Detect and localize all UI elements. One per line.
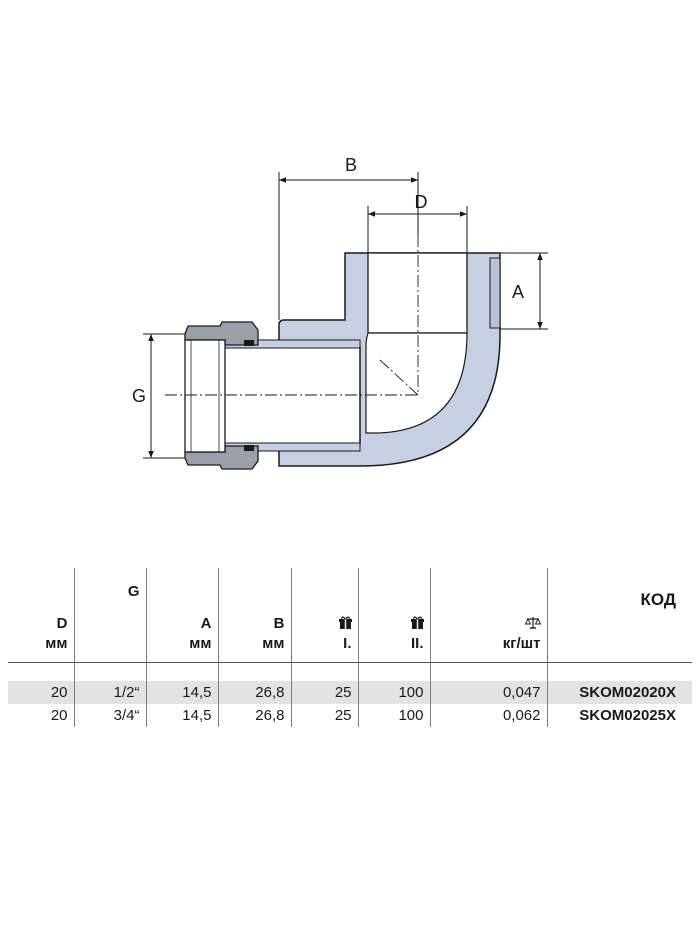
header-pack-1: I.	[290, 568, 358, 663]
cell-d: 20	[50, 707, 68, 724]
spigot	[222, 346, 361, 445]
dim-label-b: B	[345, 155, 357, 175]
gift-icon	[410, 616, 424, 629]
header-b: B мм	[217, 568, 291, 663]
dim-label-g: G	[132, 386, 146, 406]
cell-a: 14,5	[145, 704, 218, 727]
cell-pack-1: 25	[290, 704, 358, 727]
header-weight: кг/шт	[429, 568, 547, 663]
socket-rim	[489, 257, 501, 329]
header-g: G	[73, 568, 146, 663]
header-d: D мм	[8, 568, 74, 663]
dim-label-a: A	[512, 282, 524, 302]
table-row: 20 1/2“ 14,5 26,8 25 100 0,047 SKOM02020…	[8, 681, 692, 704]
cell-b: 26,8	[217, 704, 291, 727]
cell-pack-2: 100	[357, 704, 430, 727]
dimension-d	[367, 206, 468, 253]
nut-thread-face	[184, 339, 226, 453]
header-pack-2: II.	[357, 568, 430, 663]
cell-a: 14,5	[145, 681, 218, 704]
cell-g: 1/2“	[73, 681, 146, 704]
dimension-a	[500, 252, 548, 330]
cell-weight: 0,062	[429, 704, 547, 727]
socket-bore	[367, 252, 468, 334]
cell-code: SKOM02020X	[546, 681, 692, 704]
table-spacer	[8, 662, 692, 681]
dim-label-d: D	[415, 192, 428, 212]
gift-icon	[338, 616, 352, 629]
cell-weight: 0,047	[429, 681, 547, 704]
dimension-b	[278, 172, 419, 320]
inner-channel	[365, 332, 468, 434]
cell-pack-2: 100	[357, 681, 430, 704]
spec-table: D мм G A мм B мм	[8, 568, 692, 727]
dimension-g	[143, 333, 185, 459]
cell-g: 3/4“	[73, 704, 146, 727]
fitting-drawing: B D A G	[132, 155, 548, 470]
header-code: КОД	[546, 568, 692, 663]
cell-b: 26,8	[217, 681, 291, 704]
scale-icon	[524, 617, 541, 629]
cell-pack-1: 25	[290, 681, 358, 704]
center-lines	[165, 235, 419, 396]
cell-d: 20	[8, 681, 74, 704]
cell-code: SKOM02025X	[546, 704, 692, 727]
header-a: A мм	[145, 568, 218, 663]
table-row: 20 3/4“ 14,5 26,8 25 100 0,062 SKOM02025…	[8, 704, 692, 727]
table-header-row: D мм G A мм B мм	[8, 568, 692, 663]
